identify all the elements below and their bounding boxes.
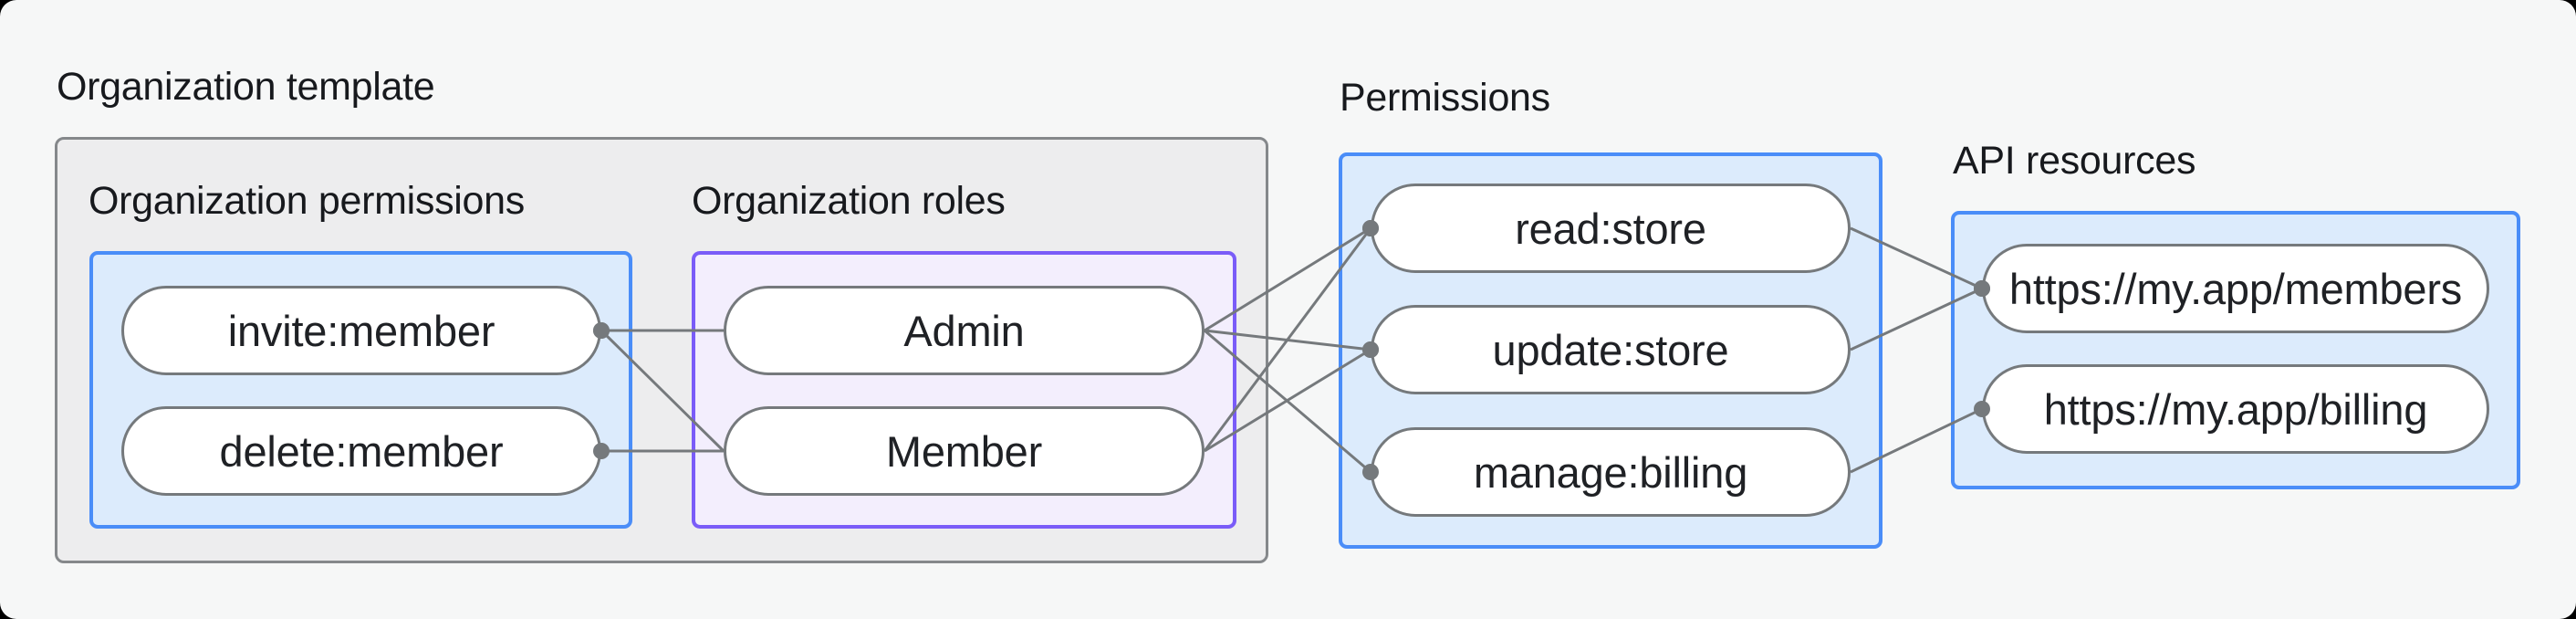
permission-pill-update-store: update:store	[1371, 305, 1851, 394]
api-resource-pill-billing: https://my.app/billing	[1982, 364, 2489, 454]
org-roles-heading: Organization roles	[692, 179, 1006, 223]
permission-pill-manage-billing: manage:billing	[1371, 427, 1851, 517]
org-permissions-heading: Organization permissions	[89, 179, 525, 223]
org-template-title: Organization template	[57, 65, 435, 109]
api-resource-pill-members: https://my.app/members	[1982, 244, 2489, 333]
role-pill-admin: Admin	[724, 286, 1205, 375]
permission-pill-invite-member: invite:member	[121, 286, 601, 375]
permission-pill-read-store: read:store	[1371, 184, 1851, 273]
role-pill-member: Member	[724, 406, 1205, 496]
permissions-title: Permissions	[1340, 76, 1550, 120]
permission-pill-delete-member: delete:member	[121, 406, 601, 496]
api-resources-title: API resources	[1953, 139, 2196, 183]
